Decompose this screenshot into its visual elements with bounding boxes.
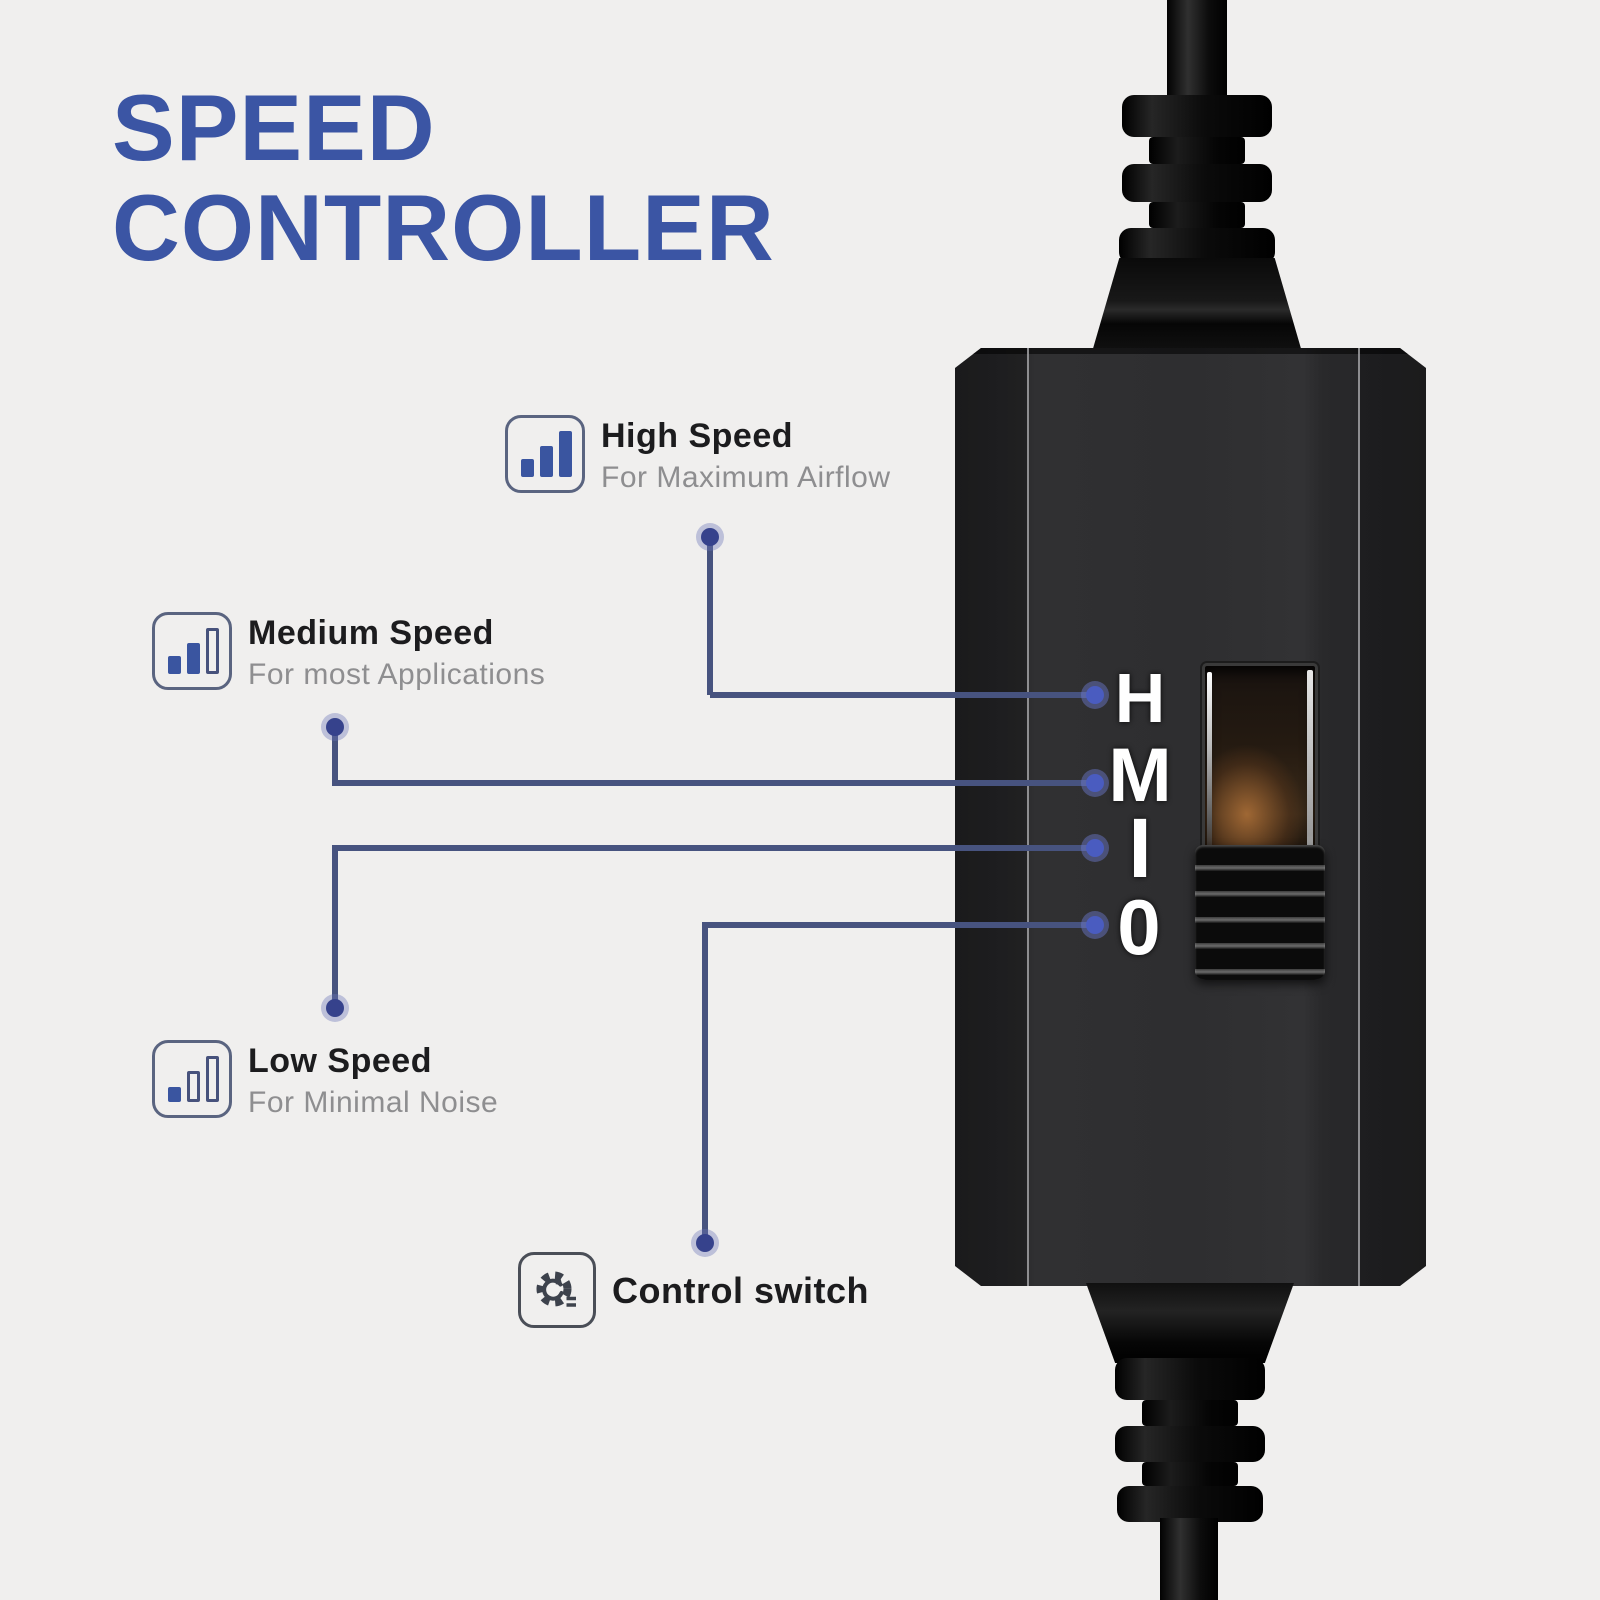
bar-tall	[559, 431, 572, 477]
bar-small	[168, 1087, 181, 1102]
bar-tall-hollow	[206, 628, 219, 674]
speed-bars-high-icon	[505, 415, 585, 493]
leader-control-horizontal	[702, 922, 1095, 928]
leader-dot-medium-start	[326, 718, 344, 736]
leader-dot-high-end	[1086, 686, 1104, 704]
cable-top	[1167, 0, 1227, 102]
annotation-high-speed: High Speed For Maximum Airflow	[505, 415, 891, 495]
bar-medium	[540, 446, 553, 477]
slot-highlight-right	[1307, 670, 1313, 970]
leader-dot-low-end	[1086, 839, 1104, 857]
body-left-bevel	[955, 348, 1027, 1286]
leader-dot-control-start	[696, 1234, 714, 1252]
speed-bars-low-icon	[152, 1040, 232, 1118]
gear-glyph	[536, 1271, 576, 1307]
leader-low-horizontal	[332, 845, 1095, 851]
annotation-title: Control switch	[612, 1270, 869, 1311]
controller-body	[955, 348, 1426, 1286]
strain-relief-neck	[1142, 1400, 1238, 1426]
annotation-title: Low Speed	[248, 1042, 432, 1080]
strain-relief-ring	[1115, 1426, 1265, 1462]
leader-medium-vertical	[332, 727, 338, 783]
annotation-subtitle: For most Applications	[248, 658, 546, 691]
annotation-subtitle: For Maximum Airflow	[601, 461, 891, 494]
switch-mark-off: 0	[1117, 883, 1161, 971]
cable-bottom	[1160, 1518, 1218, 1600]
strain-relief-ring	[1117, 1486, 1263, 1522]
switch-mark-high: H	[1114, 659, 1166, 737]
leader-control-vertical	[702, 925, 708, 1243]
page-title: SPEED CONTROLLER	[112, 78, 775, 278]
leader-high-horizontal	[710, 692, 1095, 698]
body-right-edge-highlight	[1358, 348, 1360, 1286]
strain-relief-neck	[1149, 137, 1245, 164]
bar-small	[521, 459, 534, 477]
strain-relief-ring	[1115, 1358, 1265, 1400]
strain-relief-boot-top	[1092, 258, 1302, 352]
strain-relief-neck	[1149, 202, 1245, 228]
leader-high-vertical	[707, 537, 713, 695]
annotation-low-speed: Low Speed For Minimal Noise	[152, 1040, 498, 1120]
strain-relief-ring	[1122, 95, 1272, 137]
body-top-edge	[955, 348, 1426, 354]
body-left-edge-highlight	[1027, 348, 1029, 1286]
bar-medium	[187, 643, 200, 674]
bar-tall-hollow	[206, 1056, 219, 1102]
annotation-title: Medium Speed	[248, 614, 494, 652]
leader-low-vertical	[332, 848, 338, 1008]
bar-small	[168, 656, 181, 674]
annotation-medium-speed: Medium Speed For most Applications	[152, 612, 545, 692]
annotation-control-switch: Control switch	[518, 1252, 869, 1328]
page-title-line1: SPEED	[112, 75, 436, 180]
annotation-title: High Speed	[601, 417, 794, 455]
page-title-line2: CONTROLLER	[112, 175, 775, 280]
speed-bars-medium-icon	[152, 612, 232, 690]
leader-dot-high-start	[701, 528, 719, 546]
annotation-subtitle: For Minimal Noise	[248, 1086, 499, 1119]
strain-relief-neck	[1142, 1462, 1238, 1486]
switch-mark-medium: M	[1108, 733, 1172, 818]
switch-slider-thumb	[1195, 845, 1325, 979]
gear-icon	[518, 1252, 596, 1328]
leader-dot-medium-end	[1086, 774, 1104, 792]
strain-relief-boot-bottom	[1086, 1283, 1294, 1363]
leader-dot-control-end	[1086, 916, 1104, 934]
bar-medium-hollow	[187, 1071, 200, 1102]
leader-dot-low-start	[326, 999, 344, 1017]
strain-relief-ring	[1122, 164, 1272, 202]
switch-mark-low: I	[1128, 801, 1152, 895]
leader-medium-horizontal	[332, 780, 1095, 786]
body-right-bevel	[1360, 348, 1426, 1286]
slot-highlight-left	[1207, 672, 1212, 862]
